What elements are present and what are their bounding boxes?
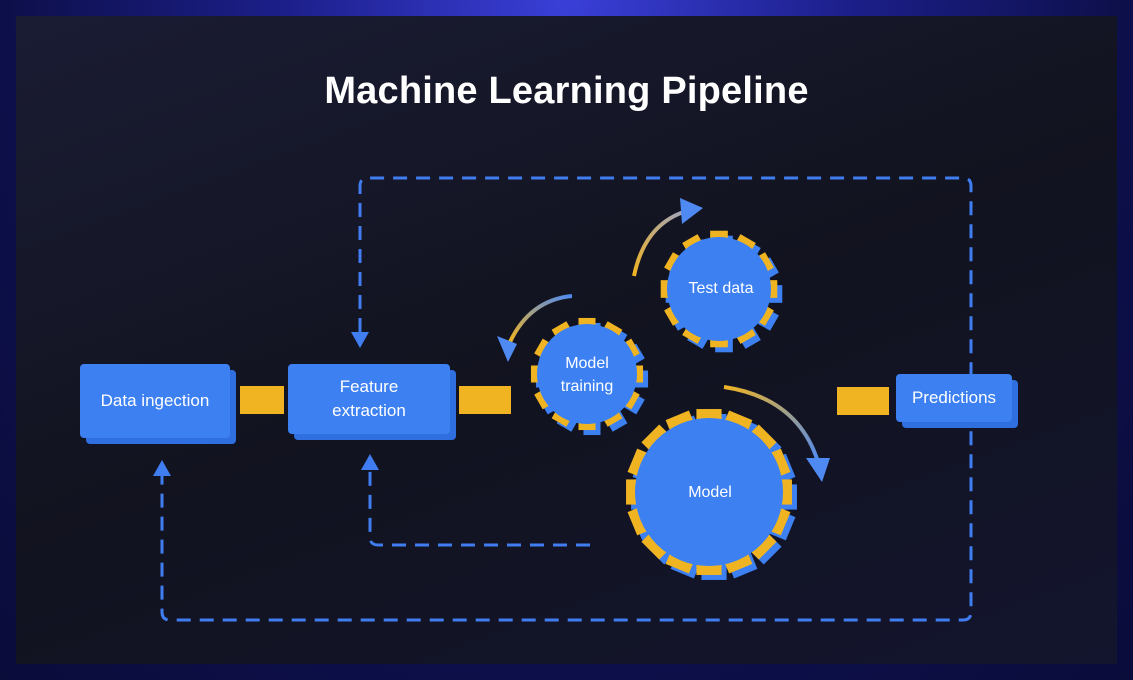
- arrowhead-up-icon: [153, 460, 171, 476]
- arrowhead-up-icon: [361, 454, 379, 470]
- curved-arrow-training: [508, 294, 573, 343]
- flow-arrow-block: [837, 387, 889, 415]
- flow-arrow-block: [459, 386, 511, 414]
- curved-arrow-model: [723, 385, 820, 463]
- diagram-title: Machine Learning Pipeline: [324, 70, 809, 112]
- node-predictions: Predictions: [896, 374, 1012, 422]
- node-feature-extraction: Feature extraction: [288, 364, 450, 434]
- node-test-data: Test data: [688, 279, 754, 297]
- gear-test-data: [660, 230, 783, 353]
- node-model-training: Model training: [560, 355, 614, 395]
- gear-model: [626, 409, 797, 580]
- flow-arrow-block: [240, 386, 284, 414]
- gear-model-training: [530, 317, 649, 436]
- arrowhead-icon: [497, 336, 517, 362]
- arrowhead-icon: [680, 198, 703, 224]
- arrowhead-down-icon: [351, 332, 369, 348]
- arrowhead-icon: [806, 458, 830, 482]
- node-data-ingestion: Data ingection: [80, 364, 230, 438]
- inner-feedback-loop: [368, 470, 590, 547]
- node-model: Model: [688, 483, 732, 501]
